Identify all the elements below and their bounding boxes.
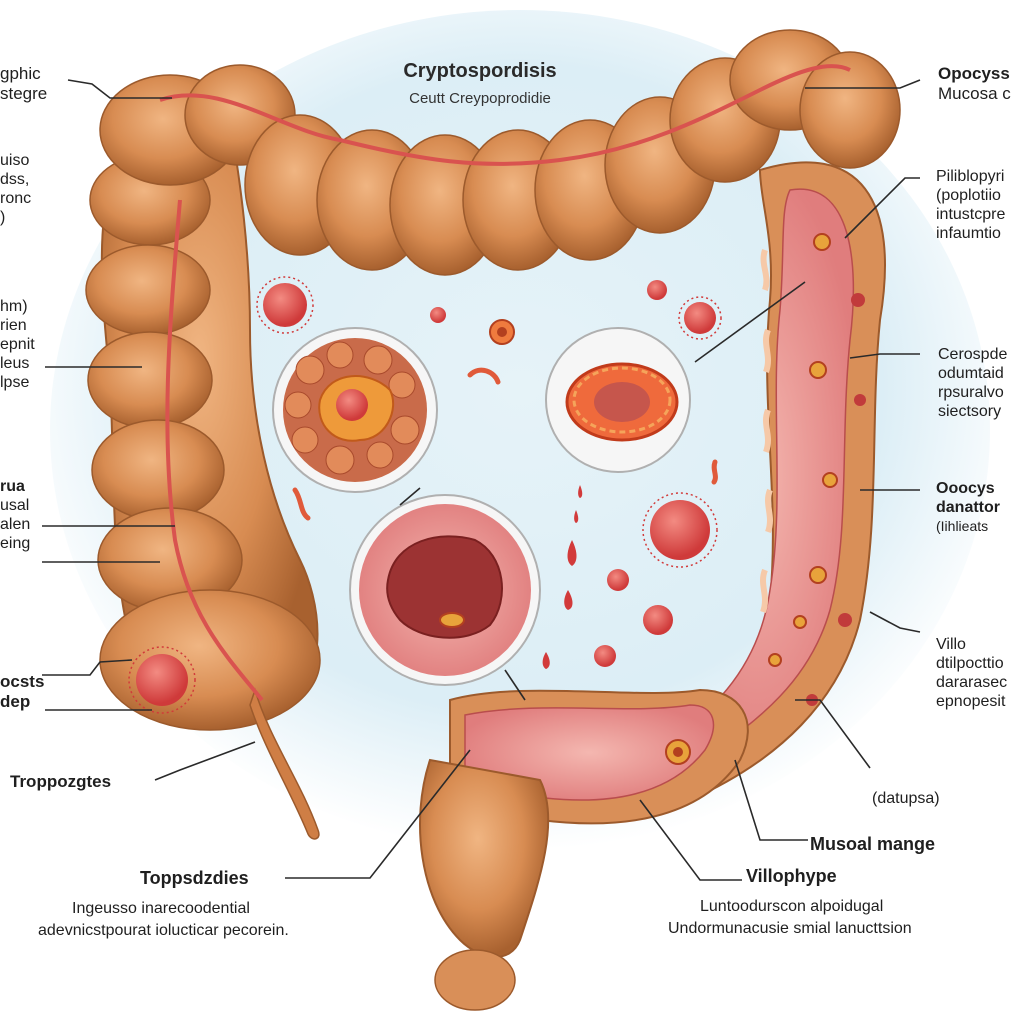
diagram-subtitle: Ceutt Creypoprodidie xyxy=(409,90,551,107)
transverse-colon xyxy=(99,29,901,276)
label-trophozoites: Troppozgtes xyxy=(10,772,112,791)
spiky-germ-2 xyxy=(642,492,718,568)
descending-colon xyxy=(617,161,886,802)
label-sporozoites-line1: Ingeusso inarecoodential xyxy=(72,900,250,917)
label-villous-atrophy: Villophype xyxy=(746,866,837,886)
diagram-title: Cryptospordisis xyxy=(403,60,557,82)
inset-infected-cell xyxy=(272,327,438,493)
leader-lines xyxy=(42,79,921,881)
label-sporozoites-line2: adevnicstpourat iolucticar pecorein. xyxy=(38,922,289,939)
inset-oocyst xyxy=(545,327,691,473)
spiky-germ-1 xyxy=(256,276,314,334)
spiky-germ-3 xyxy=(678,296,722,340)
ascending-colon xyxy=(85,119,321,840)
spiky-germ-4 xyxy=(128,646,196,714)
label-villous-line1: Luntoodurscon alpoidugal xyxy=(700,898,884,915)
floating-organisms xyxy=(128,276,722,714)
sigmoid-colon xyxy=(419,688,749,1011)
label-sporozoites-title: Toppsdzdies xyxy=(140,868,249,888)
label-villous-line2: Undormunacusie smial lanucttsion xyxy=(668,920,912,937)
label-right-6: (datupsa) xyxy=(872,790,940,807)
inset-mucosa-damage xyxy=(349,494,541,686)
label-mucosal-damage: Musoal mange xyxy=(810,834,936,854)
